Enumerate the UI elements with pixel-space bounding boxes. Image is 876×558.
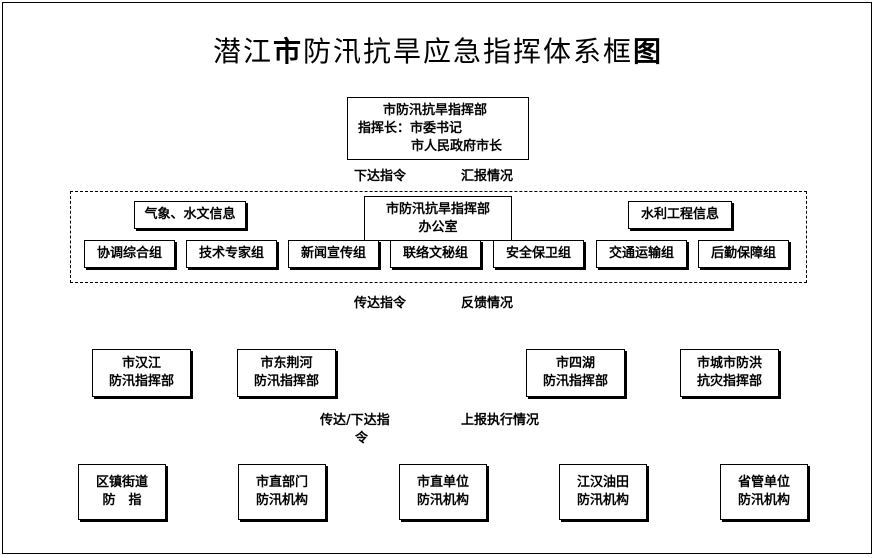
unit-provincial-units: 省管单位 防汛机构 bbox=[720, 464, 808, 520]
office-name: 市防汛抗旱指挥部 bbox=[385, 201, 490, 217]
hq-box: 市防汛抗旱指挥部 指挥长：市委书记 市人民政府市长 bbox=[347, 97, 529, 160]
office-box: 市防汛抗旱指挥部 办公室 bbox=[364, 196, 512, 241]
title-part-4: 图 bbox=[633, 35, 664, 68]
title-part-1: 潜江 bbox=[212, 35, 273, 68]
office-sub: 办公室 bbox=[418, 219, 458, 235]
group-experts: 技术专家组 bbox=[186, 240, 277, 268]
sub-hq-sihu: 市四湖 防汛指挥部 bbox=[526, 349, 625, 397]
unit-jianghan-oilfield: 江汉油田 防汛机构 bbox=[559, 464, 647, 520]
sub-hq-dongjinghe: 市东荆河 防汛指挥部 bbox=[237, 349, 336, 397]
diagram-title: 潜江市防汛抗旱应急指挥体系框图 bbox=[0, 30, 876, 70]
group-coordination: 协调综合组 bbox=[84, 240, 175, 268]
group-logistics: 后勤保障组 bbox=[698, 240, 789, 268]
sub-hq-hanjiang: 市汉江 防汛指挥部 bbox=[92, 349, 191, 397]
hq-name: 市防汛抗旱指挥部 bbox=[383, 102, 488, 118]
unit-city-units: 市直单位 防汛机构 bbox=[399, 464, 487, 520]
sub-hq-urban-flood: 市城市防洪 抗灾指挥部 bbox=[680, 349, 779, 397]
hq-commander: 指挥长：市委书记 bbox=[358, 120, 463, 136]
title-part-2: 市 bbox=[272, 35, 303, 68]
flow2-down-label: 传达指令 bbox=[354, 296, 407, 311]
office-group-dashed-frame bbox=[70, 191, 807, 283]
flow1-down-label: 下达指令 bbox=[354, 169, 407, 184]
group-transport: 交通运输组 bbox=[596, 240, 687, 268]
info-box-water-works: 水利工程信息 bbox=[628, 201, 732, 229]
flow3-down-label-2: 令 bbox=[355, 431, 369, 446]
unit-district-towns: 区镇街道 防 指 bbox=[78, 464, 166, 520]
flow3-up-label: 上报执行情况 bbox=[461, 413, 540, 428]
info-box-weather: 气象、水文信息 bbox=[134, 201, 246, 229]
group-security: 安全保卫组 bbox=[493, 240, 584, 268]
hq-commander-2: 市人民政府市长 bbox=[411, 138, 503, 154]
flow2-up-label: 反馈情况 bbox=[461, 296, 514, 311]
title-part-3: 防汛抗旱应急指挥体系框 bbox=[303, 35, 634, 68]
group-liaison: 联络文秘组 bbox=[390, 240, 481, 268]
flow1-up-label: 汇报情况 bbox=[461, 169, 514, 184]
unit-city-departments: 市直部门 防汛机构 bbox=[238, 464, 326, 520]
group-publicity: 新闻宣传组 bbox=[288, 240, 379, 268]
flow3-down-label-1: 传达/下达指 bbox=[320, 413, 390, 428]
